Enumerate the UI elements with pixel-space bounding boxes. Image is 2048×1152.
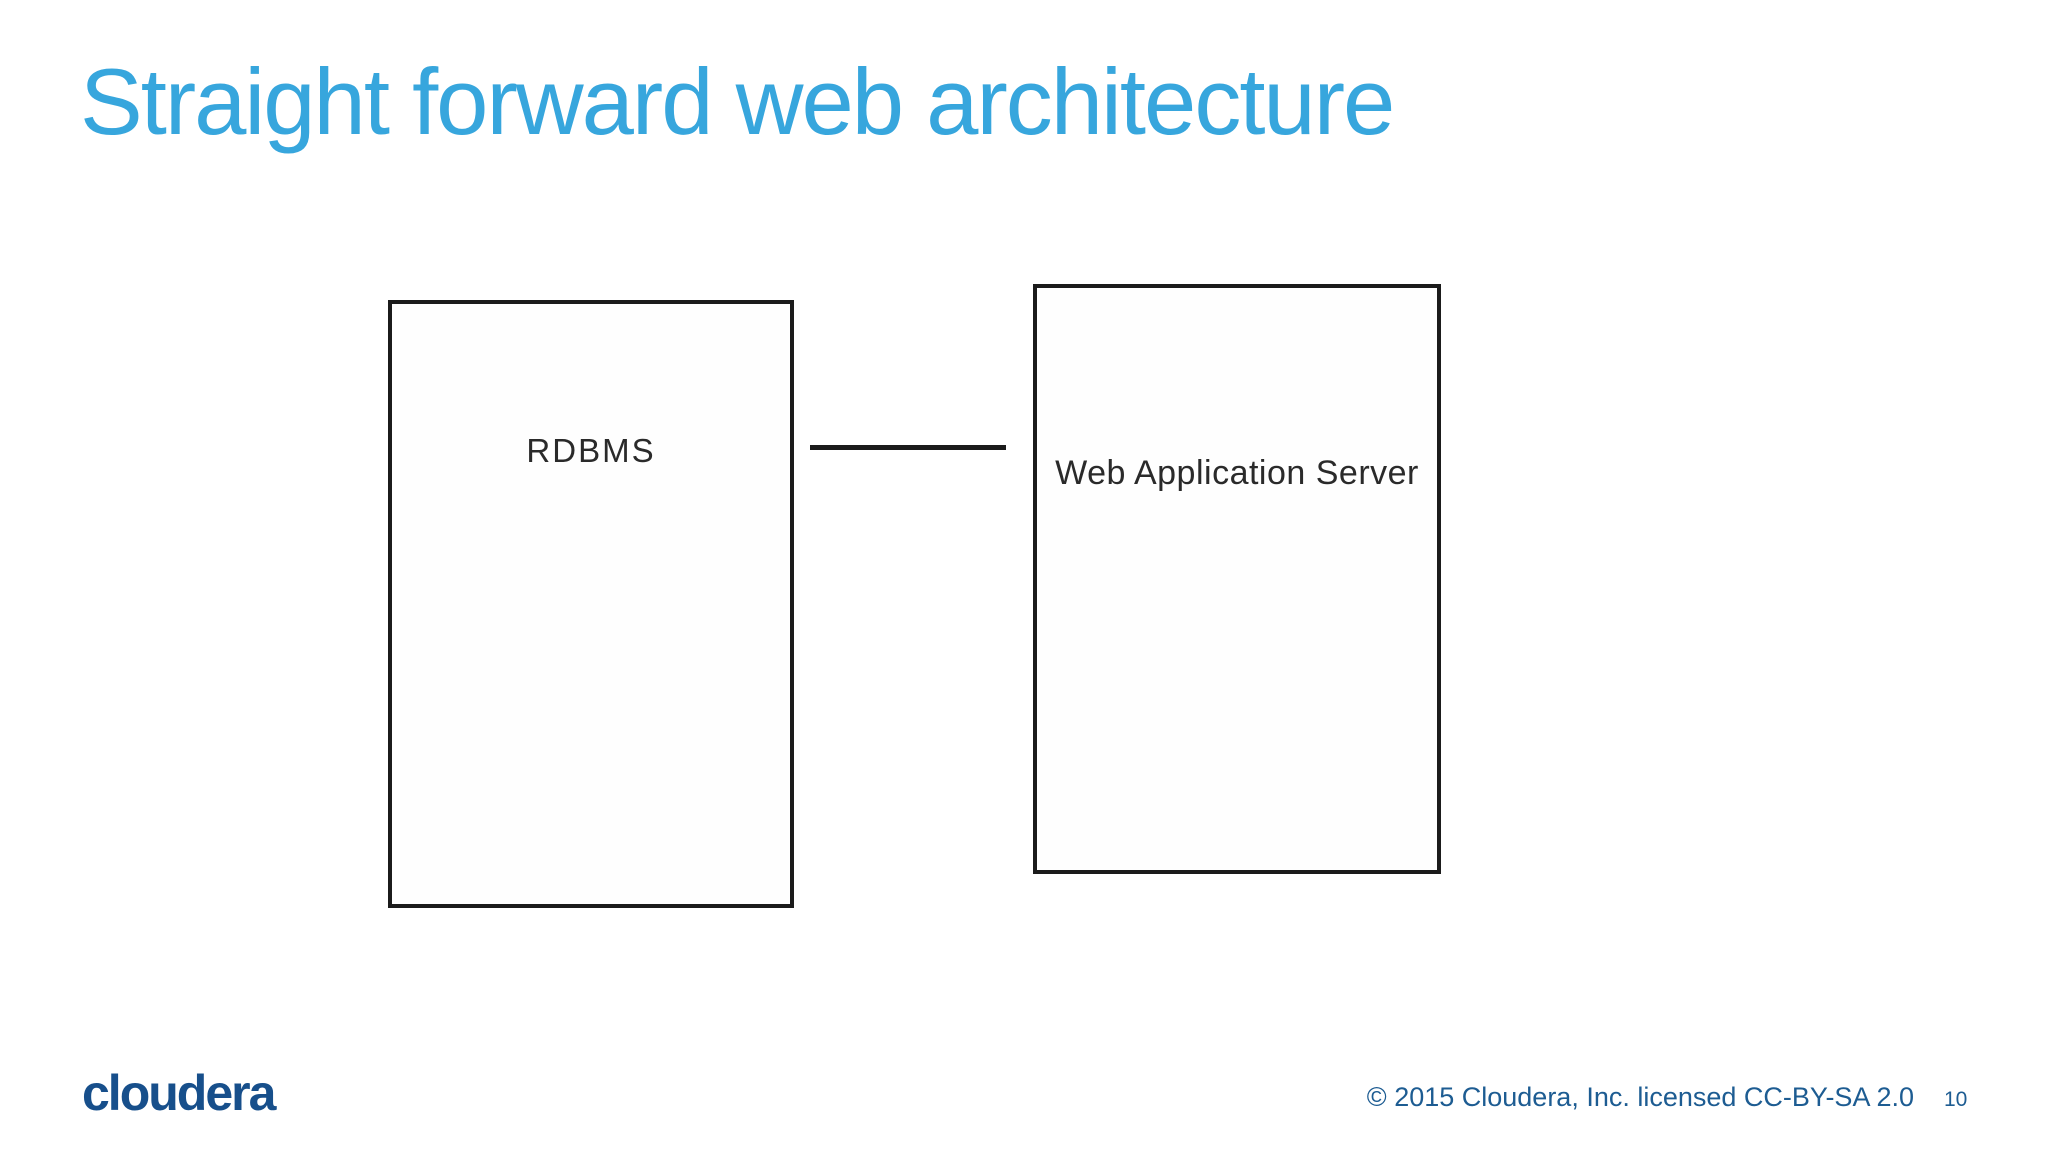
page-number: 10 <box>1944 1088 1968 1111</box>
rdbms-box: RDBMS <box>388 300 794 908</box>
rdbms-label: RDBMS <box>526 432 656 469</box>
connector-line <box>810 445 1006 450</box>
copyright-text: © 2015 Cloudera, Inc. licensed CC-BY-SA … <box>1366 1082 1914 1112</box>
cloudera-logo: cloudera <box>82 1065 276 1121</box>
web-application-server-box: Web Application Server <box>1033 284 1441 874</box>
slide-title: Straight forward web architecture <box>80 49 1395 154</box>
web-application-server-label: Web Application Server <box>1055 454 1419 492</box>
